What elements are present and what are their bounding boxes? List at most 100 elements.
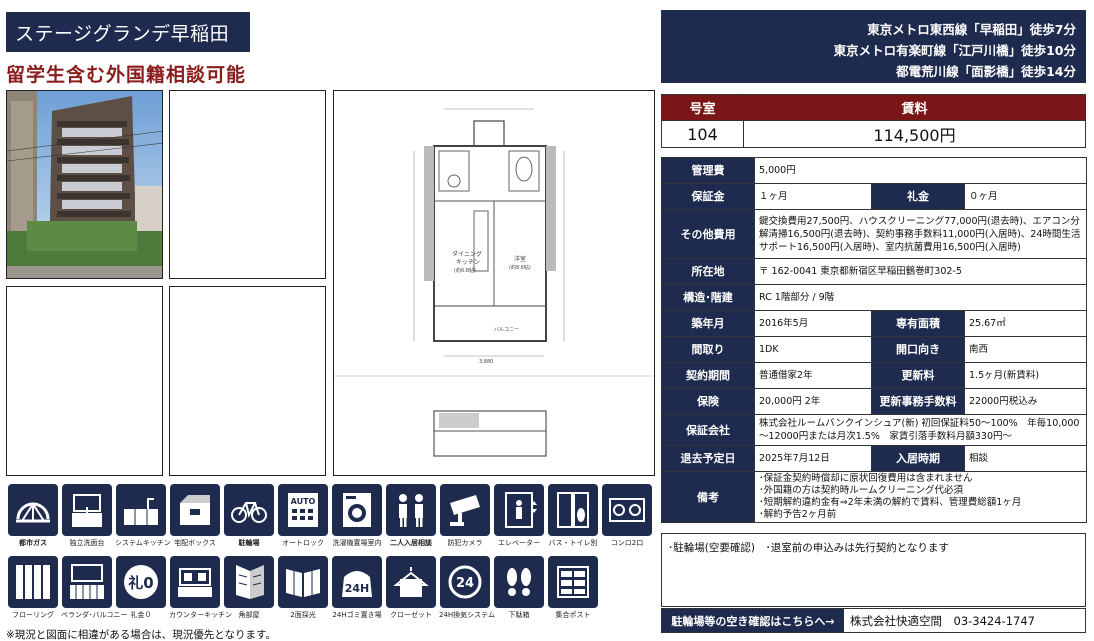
remark-line: ･外国籍の方は契約時ルームクリーニング代必須: [759, 485, 963, 496]
delivery-box-icon: [180, 495, 210, 525]
amenity-label: 宅配ボックス: [174, 539, 216, 547]
amenity-label: エレベーター: [498, 539, 540, 547]
label-deposit: 保証金: [661, 183, 755, 210]
amenity-label: 洗濯機置場室内: [332, 539, 382, 547]
label-move-in: 入居時期: [871, 445, 965, 472]
value-other-fees: 鍵交換費用27,500円、ハウスクリーニング77,000円(退去時)、エアコン分…: [754, 209, 1087, 259]
rent-value: 114,500円: [743, 120, 1086, 148]
label-direction: 開口向き: [871, 336, 965, 363]
footnote: ※現況と図面に相違がある場合は、現況優先となります。: [6, 629, 276, 641]
station-access-panel: 東京メトロ東西線「早稲田」徒歩7分 東京メトロ有楽町線「江戸川橋」徒歩10分 都…: [661, 10, 1086, 83]
room-number-value: 104: [661, 120, 744, 148]
rent-table: 号室 賃料 104 114,500円: [661, 94, 1086, 148]
value-renewal-admin-fee: 22000円税込み: [964, 388, 1087, 415]
reikin-zero-icon: 礼0: [124, 565, 158, 599]
label-renewal-admin-fee: 更新事務手数料: [871, 388, 965, 415]
amenity-label: 二人入居相談: [390, 539, 432, 547]
label-structure: 構造･階建: [661, 284, 755, 311]
value-address: 〒 162-0041 東京都新宿区早稲田鶴巻町302-5: [754, 258, 1087, 285]
amenity-stove: コンロ2口: [601, 484, 653, 548]
amenity-washbasin: 独立洗面台: [61, 484, 113, 548]
24h-garbage-icon: 24H: [342, 571, 372, 597]
label-management-fee: 管理費: [661, 157, 755, 184]
value-management-fee: 5,000円: [754, 157, 1087, 184]
svg-text:(約6.8帖): (約6.8帖): [454, 267, 476, 274]
auto-lock-icon: AUTO: [288, 493, 318, 527]
amenity-24h-ventilation: 24 24H換気システム: [439, 556, 495, 620]
auto-lock-text: AUTO: [291, 497, 316, 506]
stove-icon: [609, 498, 645, 522]
label-move-out: 退去予定日: [661, 445, 755, 472]
amenity-flooring: フローリング: [7, 556, 59, 620]
reikin-zero-text: 礼0: [128, 574, 153, 592]
amenity-label: クローゼット: [390, 611, 432, 619]
label-address: 所在地: [661, 258, 755, 285]
city-gas-icon: [16, 502, 50, 523]
amenity-label: フローリング: [12, 611, 54, 619]
value-structure: RC 1階部分 / 9階: [754, 284, 1087, 311]
amenity-label: 礼金０: [130, 611, 152, 619]
label-built: 築年月: [661, 310, 755, 337]
floor-plan: ダイニング キッチン (約6.8帖) 洋室 (約8.6帖) バルコニー 3,88…: [333, 90, 655, 476]
contact-value: 株式会社快適空間 03-3424-1747: [850, 613, 1035, 628]
corner-room-icon: [236, 565, 264, 599]
svg-text:洋室: 洋室: [514, 255, 526, 263]
photo-slot-empty: [169, 90, 326, 279]
value-contract-period: 普通借家2年: [754, 362, 872, 389]
label-other-fees: その他費用: [661, 209, 755, 259]
amenity-label: システムキッチン: [115, 539, 171, 547]
contact-bar: 駐輪場等の空き確認はこちらへ→ 株式会社快適空間 03-3424-1747: [661, 608, 1086, 633]
amenity-auto-lock: AUTO オートロック: [277, 484, 329, 548]
amenity-label: バス・トイレ別: [548, 539, 598, 547]
svg-text:(約8.6帖): (約8.6帖): [509, 264, 531, 271]
svg-text:3,880: 3,880: [479, 359, 493, 365]
flooring-icon: [16, 565, 50, 599]
24h-ventilation-icon: 24: [448, 565, 482, 599]
remark-line: ･短期解約違約金有⇒2年未満の解約で賃料、管理費総額1ヶ月: [759, 497, 1022, 508]
two-people-icon: [399, 494, 423, 527]
property-info-table: 管理費 5,000円 保証金 １ヶ月 礼金 ０ヶ月 その他費用 鍵交換費用27,…: [661, 157, 1087, 523]
value-remarks: ･保証金契約時償却に原状回復費用は含まれません ･外国籍の方は契約時ルームクリー…: [754, 471, 1087, 523]
amenity-shoe-box: 下駄箱: [493, 556, 545, 620]
value-move-out: 2025年7月12日: [754, 445, 872, 472]
elevator-icon: [505, 492, 537, 528]
value-deposit: １ヶ月: [754, 183, 872, 210]
value-insurance: 20,000円 2年: [754, 388, 872, 415]
access-line: 都電荒川線「面影橋」徒歩14分: [896, 64, 1076, 79]
shoe-box-icon: [507, 568, 531, 596]
access-line: 東京メトロ東西線「早稲田」徒歩7分: [867, 22, 1076, 37]
notes-box: ･駐輪場(空要確認) ･退室前の申込みは先行契約となります: [661, 533, 1086, 607]
label-guarantor: 保証会社: [661, 414, 755, 446]
counter-kitchen-icon: [178, 568, 212, 597]
bath-toilet-icon: [557, 492, 589, 528]
value-direction: 南西: [964, 336, 1087, 363]
floor-plan-drawing: ダイニング キッチン (約6.8帖) 洋室 (約8.6帖) バルコニー 3,88…: [334, 108, 654, 457]
value-guarantor: 株式会社ルームバンクインシュア(新) 初回保証料50～100% 年毎10,000…: [754, 414, 1087, 446]
label-renewal-fee: 更新料: [871, 362, 965, 389]
value-area: 25.67㎡: [964, 310, 1087, 337]
amenity-label: 下駄箱: [508, 611, 530, 619]
amenity-label: 独立洗面台: [69, 539, 105, 547]
amenity-bicycle: 駐輪場: [223, 484, 275, 548]
value-built: 2016年5月: [754, 310, 872, 337]
washbasin-icon: [72, 494, 102, 527]
label-key-money: 礼金: [871, 183, 965, 210]
label-insurance: 保険: [661, 388, 755, 415]
amenity-security-camera: 防犯カメラ: [439, 484, 491, 548]
amenity-label: カウンターキッチン: [169, 611, 232, 619]
value-renewal-fee: 1.5ヶ月(新賃料): [964, 362, 1087, 389]
amenity-delivery-box: 宅配ボックス: [169, 484, 221, 548]
value-layout: 1DK: [754, 336, 872, 363]
rent-header: 賃料: [743, 94, 1086, 121]
room-number-header: 号室: [661, 94, 744, 121]
value-move-in: 相談: [964, 445, 1087, 472]
amenity-label: 24Hゴミ置き場: [332, 611, 382, 619]
amenity-counter-kitchen: カウンターキッチン: [169, 556, 232, 620]
two-side-light-icon: [286, 569, 320, 597]
amenity-system-kitchen: システムキッチン: [115, 484, 171, 548]
building-exterior-image: [7, 91, 162, 278]
property-subtitle: 留学生含む外国籍相談可能: [6, 64, 247, 86]
amenity-reikin-zero: 礼0 礼金０: [115, 556, 167, 620]
amenity-two-side-light: 2面採光: [277, 556, 329, 620]
security-camera-icon: [450, 495, 480, 526]
